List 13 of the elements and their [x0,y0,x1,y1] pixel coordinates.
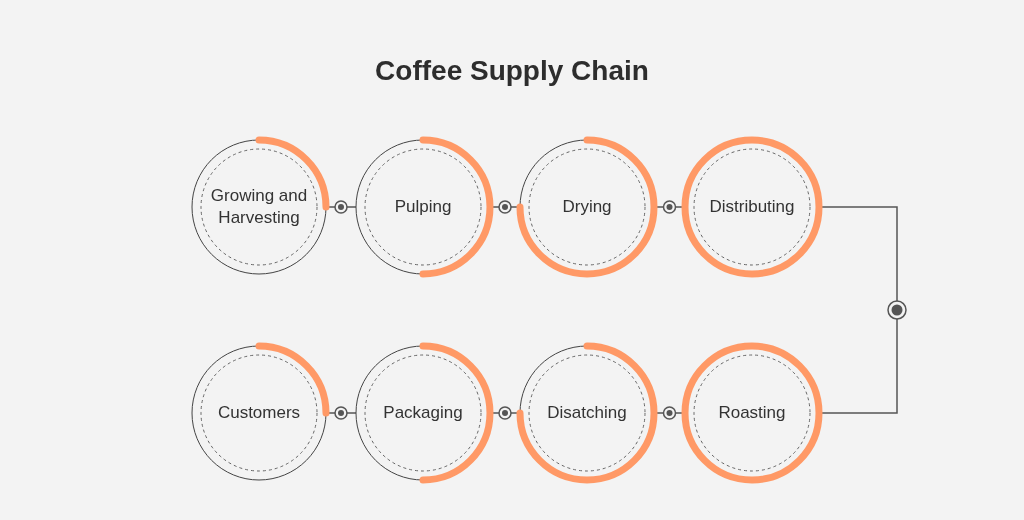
step-label: Growing and Harvesting [209,185,309,229]
step-circle [679,134,825,280]
step-circle [514,340,660,486]
step-label: Customers [216,402,302,424]
step-label: Roasting [717,402,787,424]
step-circle [514,134,660,280]
title: Coffee Supply Chain [374,54,650,88]
step-label: Disatching [546,402,628,424]
step-label: Drying [561,196,613,218]
step-circle [679,340,825,486]
step-label: Distributing [708,196,796,218]
step-label: Packaging [382,402,464,424]
step-label: Pulping [393,196,453,218]
